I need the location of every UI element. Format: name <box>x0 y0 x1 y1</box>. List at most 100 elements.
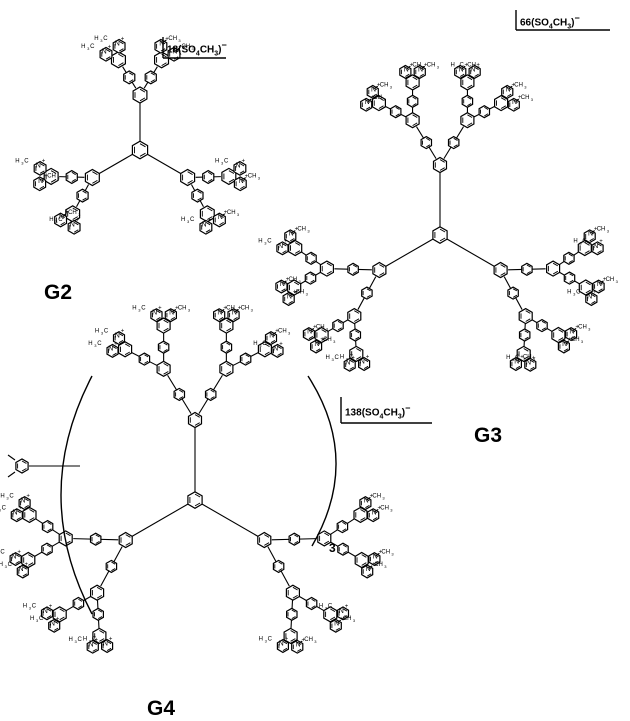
methyl-group: H <box>0 562 3 568</box>
nitrogen-atom: N <box>59 214 64 221</box>
methyl-group: C <box>32 604 37 610</box>
methyl-group: C <box>90 44 95 50</box>
methyl-group: CH <box>288 277 297 283</box>
methyl-subscript: 3 <box>306 291 309 296</box>
methyl-subscript: 3 <box>390 84 393 89</box>
methyl-group: C <box>459 62 464 68</box>
methyl-group: C <box>582 239 587 245</box>
positive-charge: + <box>158 306 162 312</box>
methyl-group: H <box>258 239 262 245</box>
nitrogen-atom: N <box>269 333 274 340</box>
positive-charge: + <box>284 239 288 245</box>
methyl-group: CH <box>380 82 389 88</box>
methyl-subscript: 3 <box>237 212 240 217</box>
methyl-group: CH <box>47 174 56 180</box>
nitrogen-atom: N <box>88 641 93 648</box>
methyl-group: H <box>325 355 329 361</box>
methyl-subscript: 3 <box>390 508 393 513</box>
methyl-group: CH <box>514 82 523 88</box>
positive-charge: + <box>121 37 125 43</box>
methyl-subscript: 3 <box>581 339 584 344</box>
methyl-group: CH <box>248 174 257 180</box>
label-g3: G3 <box>474 424 502 448</box>
nitrogen-atom: N <box>217 310 222 317</box>
methyl-group: CH <box>597 227 606 233</box>
positive-charge: + <box>49 604 53 610</box>
methyl-subscript: 3 <box>78 212 81 217</box>
nitrogen-atom: N <box>514 359 519 366</box>
positive-charge: + <box>76 218 80 224</box>
positive-charge: + <box>108 45 112 51</box>
label-g4: G4 <box>147 697 175 721</box>
nitrogen-atom: N <box>287 294 292 301</box>
methyl-group: C <box>262 341 267 347</box>
nitrogen-atom: N <box>20 498 25 505</box>
methyl-group: CH <box>523 354 532 360</box>
nitrogen-atom: N <box>280 281 285 288</box>
positive-charge: + <box>599 239 603 245</box>
methyl-group: H <box>95 328 99 334</box>
methyl-subscript: 3 <box>353 618 356 623</box>
methyl-group: C <box>78 637 83 643</box>
positive-charge: + <box>56 616 60 622</box>
methyl-group: CH <box>374 562 383 568</box>
counterion-g3: 66(SO4CH3)− <box>520 13 580 30</box>
methyl-subscript: 3 <box>188 307 191 312</box>
methyl-group: H <box>49 217 53 223</box>
nitrogen-atom: N <box>239 178 244 185</box>
methyl-group: CH <box>521 95 530 101</box>
nitrogen-atom: N <box>36 163 41 170</box>
nitrogen-atom: N <box>218 214 223 221</box>
nitrogen-atom: N <box>470 66 475 73</box>
positive-charge: + <box>94 637 98 643</box>
methyl-group: H <box>181 217 185 223</box>
nitrogen-atom: N <box>569 329 574 336</box>
methyl-subscript: 3 <box>288 330 291 335</box>
methyl-group: CH <box>571 337 580 343</box>
methyl-group: CH <box>227 210 236 216</box>
nitrogen-atom: N <box>404 66 409 73</box>
methyl-group: C <box>2 506 7 512</box>
nitrogen-atom: N <box>371 86 376 93</box>
methyl-subscript: 3 <box>391 551 394 556</box>
methyl-group: CH <box>380 506 389 512</box>
methyl-group: H <box>88 341 92 347</box>
methyl-group: CH <box>316 324 325 330</box>
positive-charge: + <box>109 636 113 642</box>
methyl-group: CH <box>578 324 587 330</box>
nitrogen-atom: N <box>307 329 312 336</box>
single-bond <box>8 472 15 477</box>
methyl-subscript: 3 <box>616 279 619 284</box>
nitrogen-atom: N <box>278 243 283 250</box>
methyl-group: H <box>319 604 323 610</box>
nitrogen-atom: N <box>296 641 301 648</box>
methyl-group: C <box>8 562 13 568</box>
methyl-group: H <box>450 62 454 68</box>
nitrogen-atom: N <box>372 510 377 517</box>
positive-charge: + <box>114 341 118 347</box>
nitrogen-atom: N <box>169 310 174 317</box>
positive-charge: + <box>208 218 212 224</box>
single-bond <box>201 504 257 537</box>
methyl-group: CH <box>241 305 250 311</box>
methyl-group: H <box>15 158 19 164</box>
positive-charge: + <box>121 329 125 335</box>
nitrogen-atom: N <box>365 566 370 573</box>
methyl-group: H <box>23 604 27 610</box>
repeat-subscript: 3 <box>329 541 336 555</box>
nitrogen-atom: N <box>103 640 108 647</box>
nitrogen-atom: N <box>70 222 75 229</box>
single-bond <box>99 154 133 174</box>
nitrogen-atom: N <box>334 620 339 627</box>
methyl-group: C <box>9 493 14 499</box>
positive-charge: + <box>242 159 246 165</box>
counterion-g2: 18(SO4CH3)− <box>167 40 227 57</box>
methyl-group: H <box>30 616 34 622</box>
methyl-subscript: 3 <box>333 339 336 344</box>
methyl-group: H <box>0 493 4 499</box>
methyl-group: CH <box>178 305 187 311</box>
methyl-group: C <box>24 158 29 164</box>
nitrogen-atom: N <box>364 498 369 505</box>
nitrogen-atom: N <box>365 99 370 106</box>
